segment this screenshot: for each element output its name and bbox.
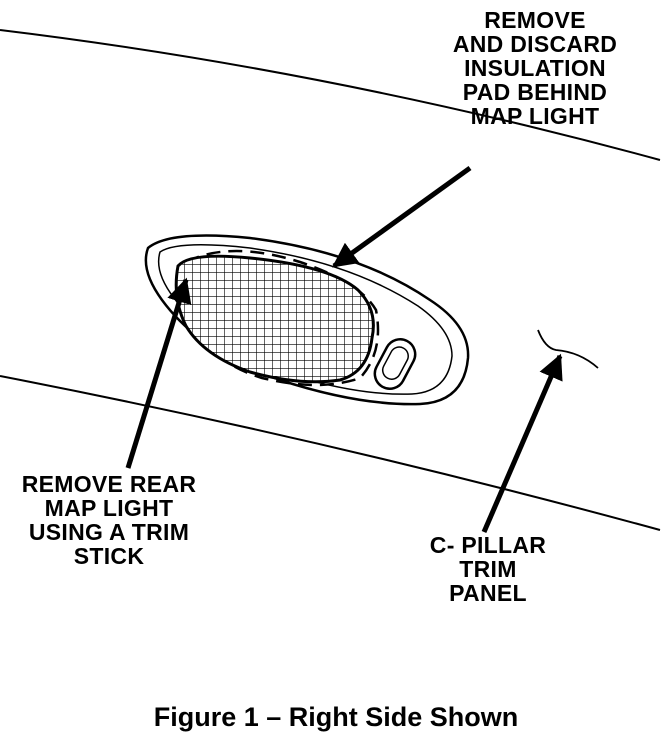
arrow-to-rear-map-light	[125, 277, 192, 469]
callout-line: REMOVE REAR	[21, 471, 197, 497]
callout-line: INSULATION	[464, 55, 606, 81]
insulation-pad-callout: REMOVE AND DISCARD INSULATION PAD BEHIND…	[418, 8, 652, 128]
callout-line: MAP LIGHT	[470, 103, 600, 129]
arrow-to-insulation-pad	[331, 165, 472, 269]
c-pillar-callout: C- PILLAR TRIM PANEL	[398, 533, 578, 605]
callout-line: STICK	[73, 543, 145, 569]
c-pillar-edge	[537, 329, 599, 369]
callout-line: USING A TRIM	[28, 519, 190, 545]
callout-line: MAP LIGHT	[44, 495, 174, 521]
rear-map-light-callout: REMOVE REAR MAP LIGHT USING A TRIM STICK	[0, 472, 218, 568]
callout-line: TRIM	[459, 556, 517, 582]
callout-line: PANEL	[449, 580, 527, 606]
lens-grille-rim	[174, 254, 375, 384]
callout-line: PAD BEHIND	[462, 79, 608, 105]
map-light-switch	[373, 338, 417, 390]
callout-line: C- PILLAR	[429, 532, 547, 558]
arrow-to-c-pillar	[481, 353, 563, 533]
callout-line: AND DISCARD	[452, 31, 618, 57]
callout-line: REMOVE	[484, 7, 586, 33]
rear-map-light	[144, 234, 470, 406]
figure-caption: Figure 1 – Right Side Shown	[153, 702, 519, 732]
headliner-lower-edge	[0, 375, 661, 531]
headliner-upper-edge	[0, 29, 661, 161]
